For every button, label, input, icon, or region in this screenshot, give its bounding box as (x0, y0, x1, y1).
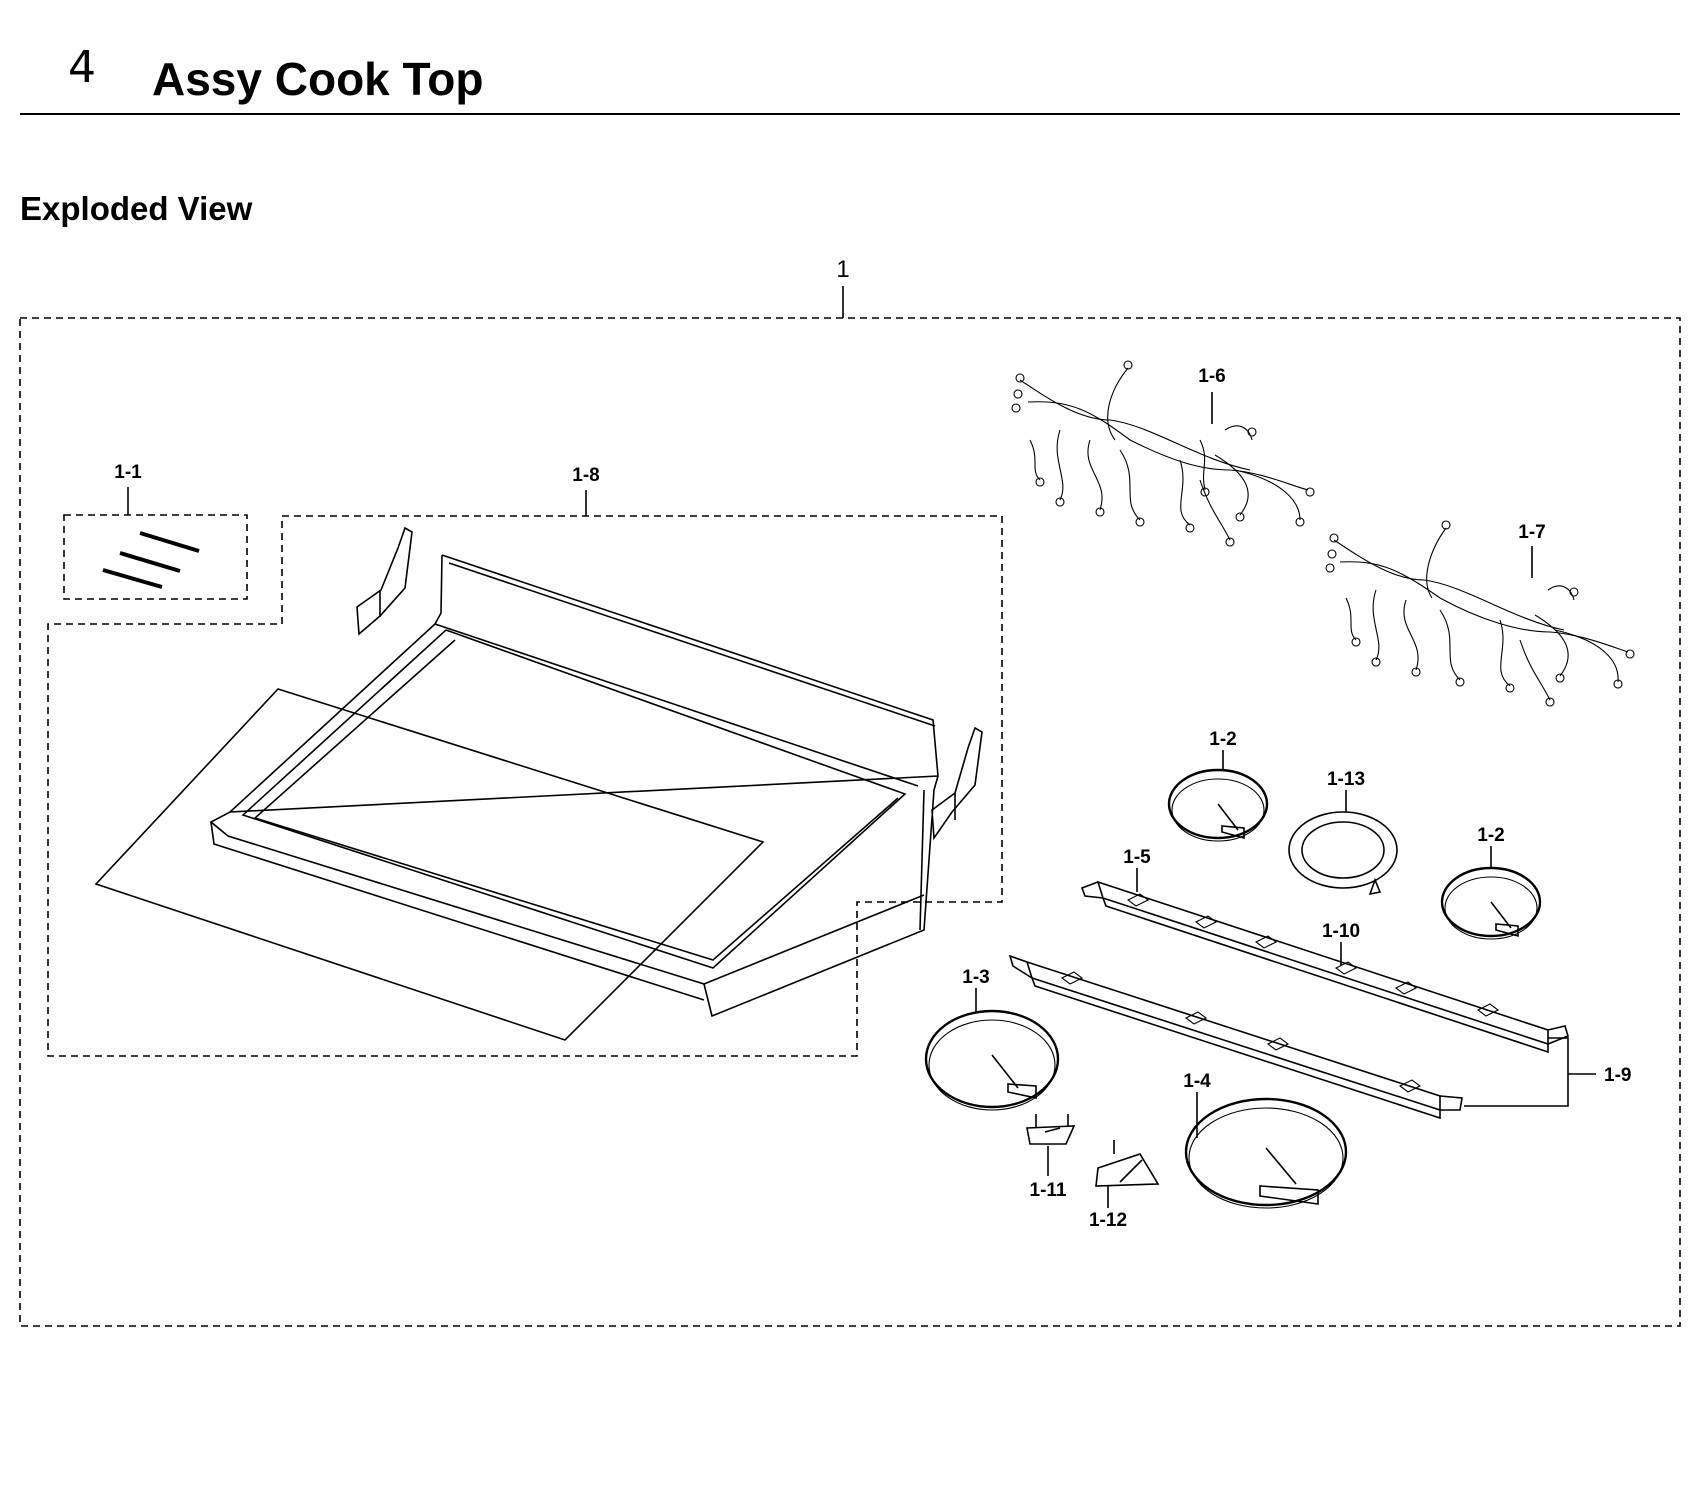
part-1-2-element-upper (1167, 768, 1269, 842)
callout-1-2b: 1-2 (1477, 825, 1504, 846)
section-number: 4 (68, 42, 96, 93)
callout-1-9: 1-9 (1604, 1065, 1631, 1086)
group-box-1-1 (63, 514, 248, 600)
callout-1-7: 1-7 (1518, 522, 1545, 543)
part-bracket-left (356, 526, 413, 636)
callout-1-12: 1-12 (1089, 1210, 1127, 1231)
part-1-6-wire-harness (1011, 360, 1315, 547)
assembly-boundary (19, 317, 1681, 1327)
page-title: Assy Cook Top (152, 53, 484, 105)
part-1-9-bracket-rail (1008, 954, 1463, 1120)
part-1-2-element-right (1440, 866, 1542, 940)
part-1-8-cooktop-frame (209, 554, 939, 1018)
callout-1-10: 1-10 (1322, 921, 1360, 942)
group-box-1-8 (47, 515, 1003, 1057)
part-1-5-bracket-rail (1080, 880, 1569, 1054)
part-glass-sheet (94, 688, 765, 1041)
part-1-12 (1095, 1140, 1160, 1187)
leader-1-9 (1464, 1037, 1596, 1107)
part-1-3-element (924, 1009, 1060, 1111)
callout-1-3: 1-3 (962, 967, 989, 988)
callout-1-11: 1-11 (1030, 1180, 1067, 1201)
callout-1-6: 1-6 (1198, 366, 1225, 387)
part-1-4-element (1184, 1097, 1348, 1209)
title-divider (20, 113, 1680, 115)
part-1-11 (1026, 1114, 1076, 1145)
callout-1-8: 1-8 (572, 465, 599, 486)
callout-1-4: 1-4 (1183, 1071, 1211, 1092)
callout-1-13: 1-13 (1327, 769, 1365, 790)
callout-1-1: 1-1 (114, 462, 142, 483)
callout-assembly: 1 (836, 256, 849, 283)
part-1-1-strips (102, 531, 200, 589)
exploded-view-heading: Exploded View (20, 190, 253, 227)
part-1-13-trim-ring (1288, 811, 1398, 896)
part-1-7-wire-harness (1325, 520, 1635, 707)
part-bracket-right (931, 726, 983, 841)
callout-1-5: 1-5 (1123, 847, 1151, 868)
callout-1-2a: 1-2 (1209, 729, 1236, 750)
